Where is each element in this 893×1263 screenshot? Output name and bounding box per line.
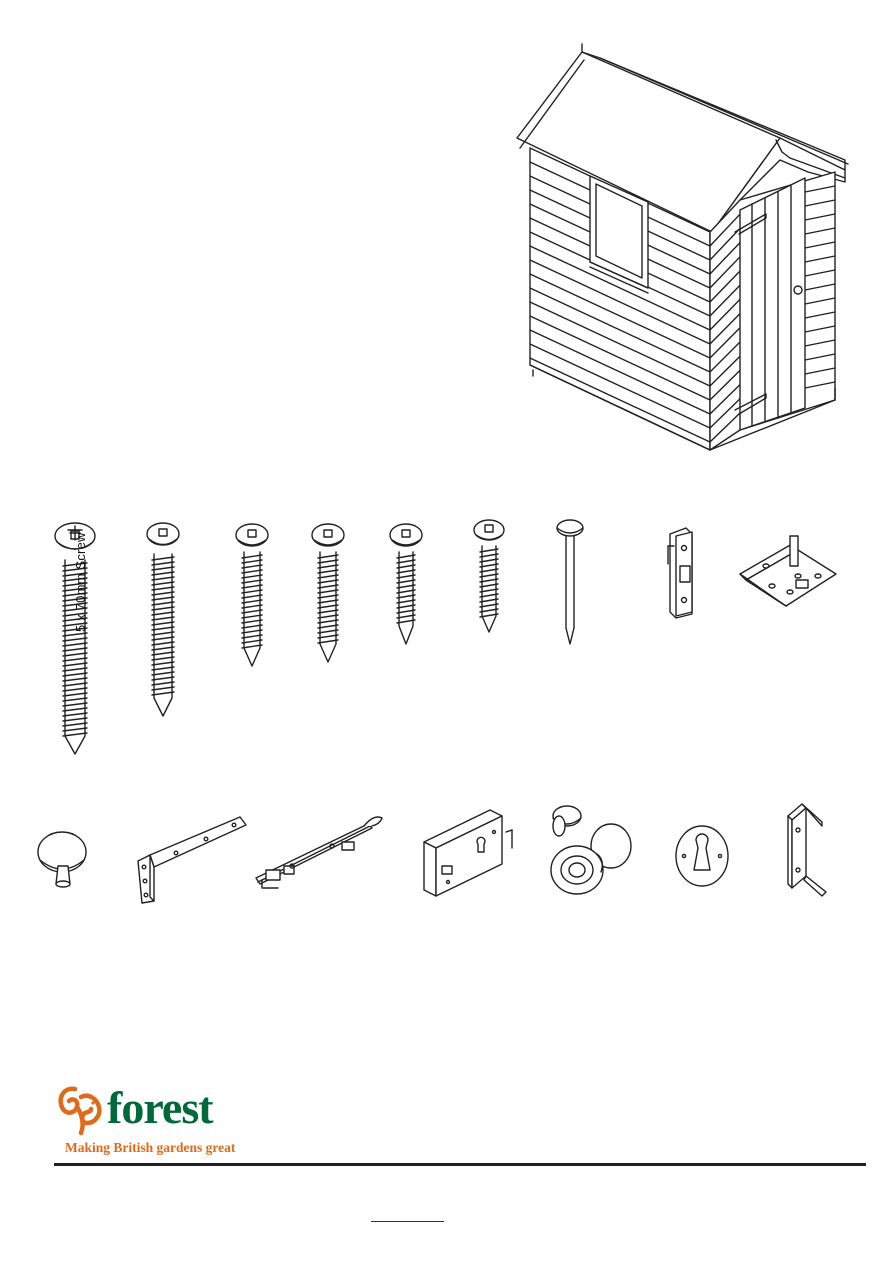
screw-medium-2 xyxy=(308,520,348,665)
forest-logo: forest Making British gardens great xyxy=(55,1083,255,1163)
brand-name: forest xyxy=(107,1085,213,1131)
nail xyxy=(552,516,592,646)
screw-long xyxy=(142,520,192,720)
door-knobs xyxy=(545,800,635,900)
rim-lock xyxy=(418,802,518,902)
knob-small xyxy=(32,822,102,892)
escutcheon xyxy=(672,820,732,890)
tee-hinge xyxy=(136,815,251,905)
screw-medium-3 xyxy=(386,520,426,650)
screw-size-label: 5 x 70mm Screw xyxy=(73,492,88,632)
butt-hinge xyxy=(732,530,842,620)
turnbutton xyxy=(664,524,704,619)
bracket xyxy=(780,800,840,900)
brand-tagline: Making British gardens great xyxy=(65,1140,235,1156)
squirrel-icon xyxy=(55,1083,105,1139)
casement-stay xyxy=(248,812,388,892)
footer-short-line xyxy=(371,1221,444,1222)
footer-divider xyxy=(54,1163,866,1166)
screw-short xyxy=(470,516,510,636)
shed-illustration xyxy=(0,0,893,470)
screw-medium-1 xyxy=(232,520,272,670)
